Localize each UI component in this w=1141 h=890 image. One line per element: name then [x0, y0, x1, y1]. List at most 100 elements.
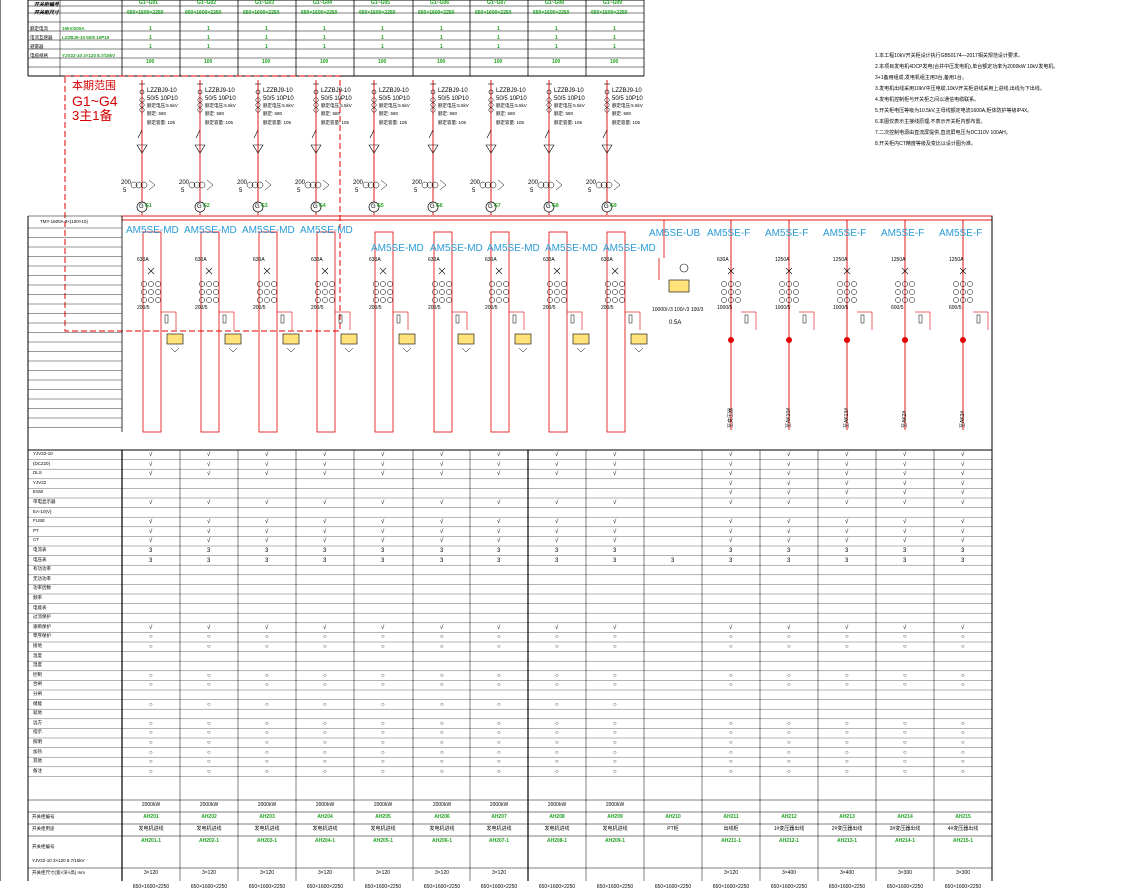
table-mark-circle: ○	[381, 768, 385, 775]
ground-icon	[228, 347, 238, 353]
summary-uses: 发电机进线	[196, 826, 222, 832]
summary-cab_nums: AH214	[897, 814, 913, 820]
table-mark-circle: ○	[149, 682, 153, 689]
header-left-value: 10kV/200A	[62, 26, 85, 31]
table-mark-circle: ○	[961, 682, 965, 689]
surge-arrester-icon	[455, 314, 460, 324]
ct-coil-icon	[271, 297, 277, 303]
table-mark-circle: ○	[787, 682, 791, 689]
table-mark-circle: ○	[497, 682, 501, 689]
table-mark-circle: ○	[845, 740, 849, 746]
cabinet-feeder-box	[548, 231, 568, 433]
table-mark-circle: ○	[323, 682, 327, 689]
table-mark-check: √	[787, 624, 791, 631]
gen-ratio-bot: 5	[588, 188, 592, 194]
ct-arrow	[439, 179, 447, 191]
table-mark-check: √	[497, 500, 501, 506]
table-mark-check: √	[440, 461, 444, 468]
ct-coil-icon	[728, 281, 734, 287]
table-mark-circle: ○	[207, 740, 211, 746]
summary-sub_nums: AH215-1	[952, 838, 973, 844]
generator-symbol: G	[313, 204, 318, 210]
gen-ct-voltage: 额定电压:5.5kV	[554, 103, 585, 108]
table-row-label: 储能	[33, 700, 42, 706]
ct-coil-icon	[496, 281, 502, 287]
table-mark-check: √	[323, 500, 327, 506]
table-mark-check: √	[207, 461, 211, 468]
generator-symbol: G	[197, 204, 202, 210]
ct-coil-icon	[546, 97, 552, 103]
cabinet-feeder-box	[258, 231, 278, 433]
ct-coil-icon	[271, 281, 277, 287]
table-mark-check: √	[381, 452, 385, 458]
summary-capacities: 2000kW	[257, 802, 277, 808]
ct-arrow	[206, 179, 214, 191]
table-mark-check: √	[440, 528, 444, 535]
cabinet-type-label: AM5SE-MD	[487, 243, 540, 254]
table-mark-three: 3	[613, 548, 617, 554]
table-row-label: 远方	[33, 719, 42, 725]
feeder-name: 至AK2#	[902, 410, 908, 428]
table-row-label: 频率	[33, 595, 42, 600]
table-mark-check: √	[787, 471, 791, 478]
table-row-label: 指示	[33, 729, 42, 735]
table-mark-circle: ○	[440, 768, 444, 775]
table-row-label: 电流表	[33, 547, 47, 552]
table-mark-check: √	[613, 528, 617, 535]
table-mark-check: √	[845, 538, 849, 545]
summary-uses: 1#变压器出线	[773, 826, 805, 832]
gen-ct-stat: 额定容量: 105	[496, 120, 525, 125]
cabinet-type-label: AM5SE-F	[765, 228, 809, 239]
header-cabinet-id: G1~G08	[545, 0, 565, 6]
summary-cables: 3×120	[434, 870, 450, 876]
cabinet-feeder-box	[490, 231, 510, 433]
table-mark-circle: ○	[440, 644, 444, 650]
table-mark-three: 3	[787, 557, 791, 564]
gen-ct-voltage: 额定电压:5.5kV	[263, 103, 294, 108]
ct-coil-icon	[432, 297, 438, 303]
ct-coil-icon	[148, 297, 154, 303]
ct-coil-icon	[322, 297, 328, 303]
cable-terminal-icon	[604, 89, 610, 95]
ct-arrow	[148, 179, 156, 191]
ct-coil-icon	[148, 289, 154, 295]
table-mark-three: 3	[845, 548, 849, 554]
cable-sensor-icon	[398, 333, 416, 345]
table-mark-circle: ○	[555, 759, 559, 766]
ct-coil-icon	[735, 281, 741, 287]
summary-capacities: 2000kW	[489, 802, 509, 808]
ct-coil-icon	[909, 289, 915, 295]
cabinet-type-label: AM5SE-MD	[126, 225, 179, 236]
gen-ct-stat: 额定容量: 105	[379, 120, 408, 125]
table-mark-circle: ○	[903, 644, 907, 650]
gen-ratio-bot: 5	[355, 188, 359, 194]
table-mark-circle: ○	[323, 672, 327, 679]
table-row-label: 照明	[33, 739, 42, 744]
table-mark-three: 3	[961, 557, 965, 564]
table-mark-check: √	[323, 624, 327, 631]
ct-ratio: 200/5	[485, 305, 498, 311]
table-mark-circle: ○	[381, 720, 385, 727]
table-mark-check: √	[555, 528, 559, 535]
table-row-label: 带电显示器	[33, 499, 56, 504]
table-row-label: YJV22	[33, 479, 47, 485]
gen-ratio-top: 200	[353, 180, 364, 186]
table-mark-circle: ○	[787, 749, 791, 756]
summary-dims: 650×1600×2250	[132, 884, 170, 890]
table-mark-check: √	[555, 538, 559, 545]
note-line: 3+1备用组成,发电机组主用3台,备用1台。	[875, 75, 967, 81]
table-mark-circle: ○	[961, 740, 965, 746]
ct-circle-icon	[362, 181, 370, 189]
table-mark-check: √	[207, 538, 211, 545]
ct-coil-icon	[315, 289, 321, 295]
table-mark-check: √	[903, 624, 907, 631]
cabinet-type-label: AM5SE-MD	[242, 225, 295, 236]
table-mark-circle: ○	[265, 644, 269, 650]
table-mark-circle: ○	[787, 672, 791, 679]
table-mark-circle: ○	[440, 730, 444, 737]
cable-sensor-icon	[572, 333, 590, 345]
summary-uses: 发电机进线	[486, 826, 512, 832]
table-mark-circle: ○	[265, 720, 269, 727]
summary-dims: 650×1600×2250	[306, 884, 344, 890]
header-val-one: 1	[207, 44, 210, 50]
